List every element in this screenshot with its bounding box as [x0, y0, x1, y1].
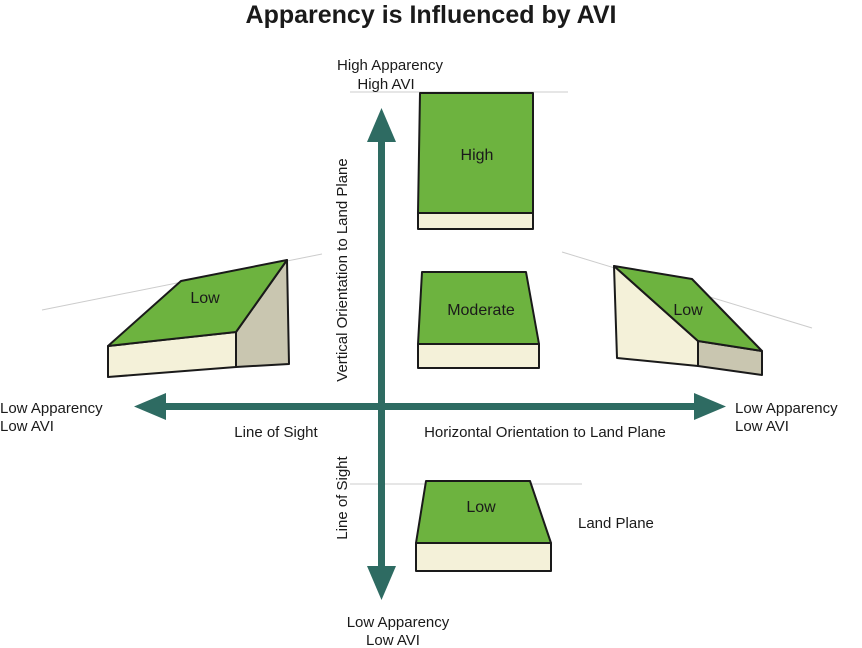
block-moderate-face [417, 271, 540, 345]
block-bottom-label: Low [466, 499, 496, 516]
block-bottom-low [415, 480, 552, 572]
block-moderate-label: Moderate [447, 302, 515, 319]
block-moderate-front [417, 343, 540, 369]
bottom-label-line1: Low Apparency [347, 614, 450, 631]
axis-label-horizontal-right: Horizontal Orientation to Land Plane [424, 424, 666, 441]
vertical-axis-shaft [378, 138, 385, 572]
block-high-front [417, 212, 534, 230]
block-left-label: Low [190, 290, 220, 307]
block-high-face [417, 92, 534, 214]
diagram-title: Apparency is Influenced by AVI [245, 1, 617, 29]
horizontal-axis-shaft [160, 403, 700, 410]
block-left-face [107, 259, 288, 347]
right-label-line1: Low Apparency [735, 400, 838, 417]
block-left-low [107, 259, 290, 378]
left-label-line2: Low AVI [0, 418, 54, 435]
vertical-axis-arrow-down [367, 566, 396, 600]
block-right-face [613, 265, 763, 352]
axis-label-vertical-lower: Line of Sight [334, 455, 351, 539]
vertical-axis-arrow-up [367, 108, 396, 142]
axis-label-horizontal-left: Line of Sight [234, 424, 318, 441]
axis-label-vertical-upper: Vertical Orientation to Land Plane [334, 158, 351, 381]
land-plane-label: Land Plane [578, 515, 654, 532]
top-label-line2: High AVI [357, 76, 414, 93]
top-label-line1: High Apparency [337, 57, 443, 74]
block-bottom-face [415, 480, 552, 544]
block-high [417, 92, 534, 230]
block-high-label: High [461, 147, 494, 164]
horizontal-axis-arrow-left [134, 393, 166, 420]
bottom-label-line2: Low AVI [366, 632, 420, 648]
right-label-line2: Low AVI [735, 418, 789, 435]
block-right-label: Low [673, 302, 703, 319]
left-label-line1: Low Apparency [0, 400, 103, 417]
block-bottom-front [415, 542, 552, 572]
block-right-low [613, 265, 763, 376]
axes [134, 108, 726, 600]
block-moderate [417, 271, 540, 369]
horizontal-axis-arrow-right [694, 393, 726, 420]
